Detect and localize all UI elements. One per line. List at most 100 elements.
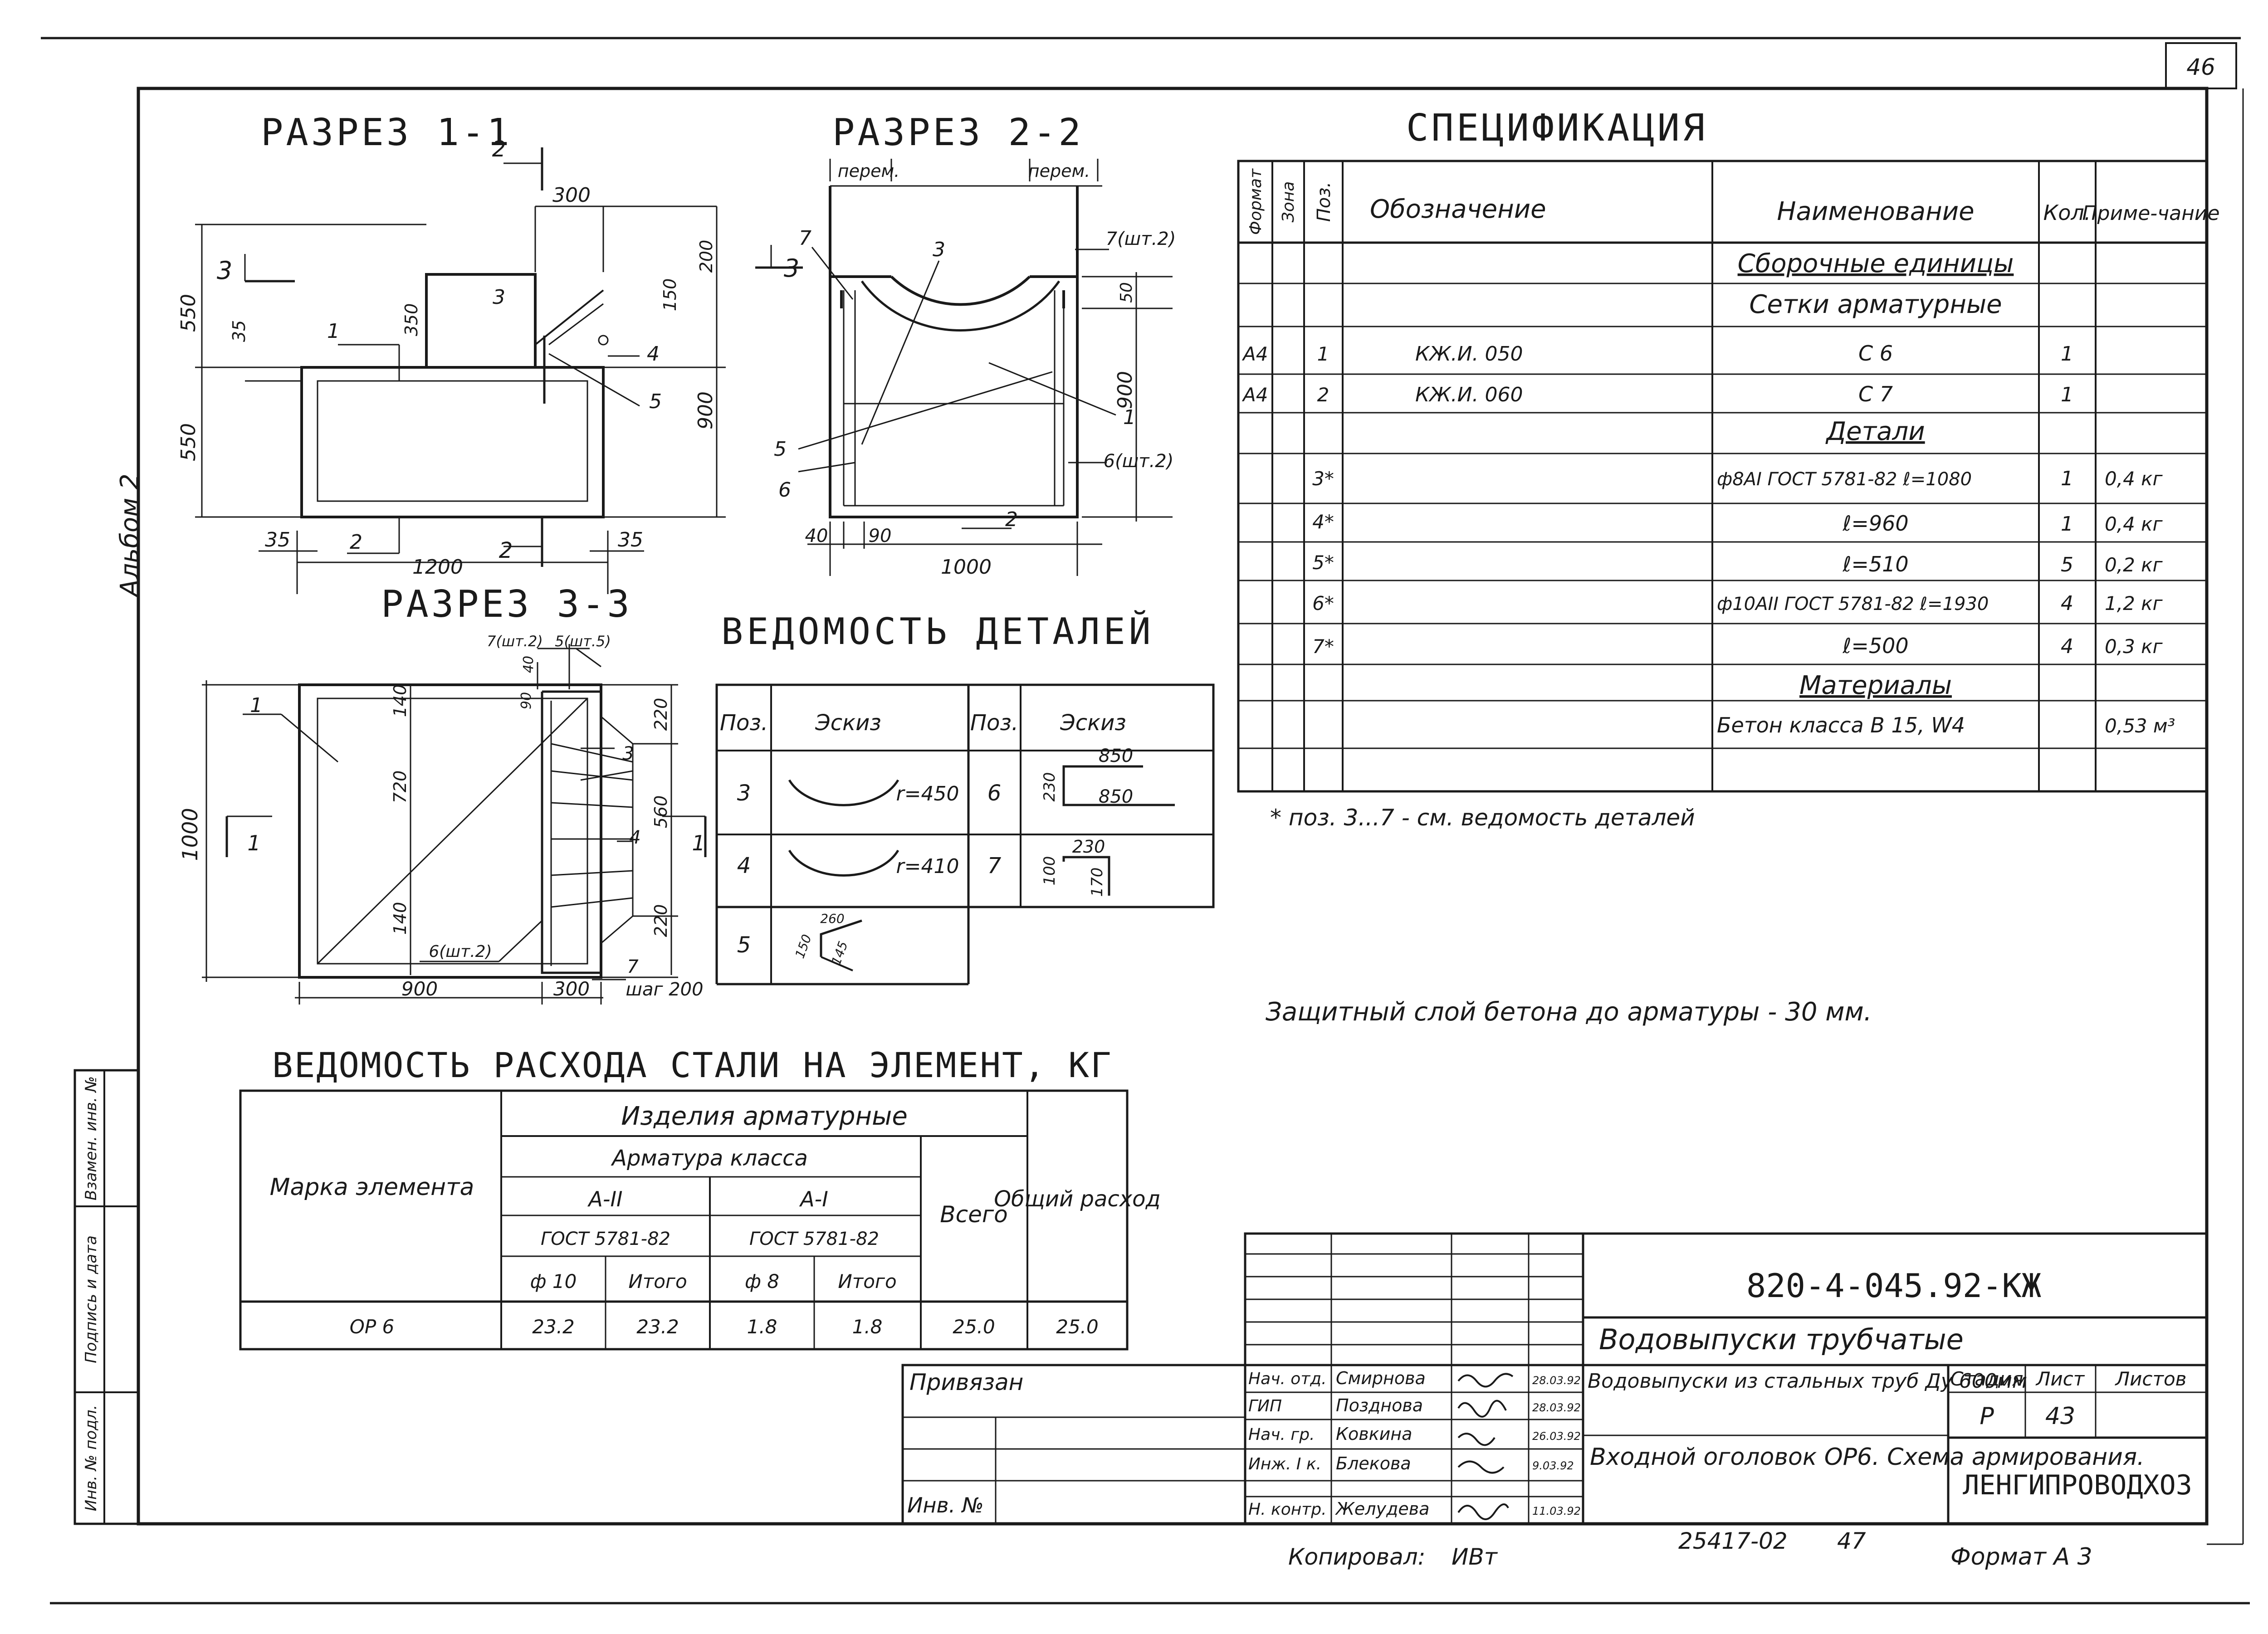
copied-by: Копировал: [1288,1544,1426,1570]
svg-text:550: 550 [177,423,200,461]
svg-text:1: 1 [692,831,705,855]
svg-text:ф8АI ГОСТ 5781-82 ℓ=1080: ф8АI ГОСТ 5781-82 ℓ=1080 [1717,469,1972,490]
svg-text:Листов: Листов [2115,1368,2187,1390]
svg-text:Смирнова: Смирнова [1336,1368,1426,1388]
svg-text:6: 6 [987,780,1002,806]
svg-text:Входной оголовок ОР6. Схема ар: Входной оголовок ОР6. Схема армирования. [1590,1444,2145,1471]
svg-text:Зона: Зона [1279,181,1298,223]
svg-text:9.03.92: 9.03.92 [1532,1459,1574,1472]
svg-text:ОР 6: ОР 6 [350,1316,394,1338]
svg-text:Обозначение: Обозначение [1370,195,1546,224]
svg-text:Итого: Итого [628,1270,687,1293]
svg-text:Поз.: Поз. [720,710,768,736]
svg-text:28.03.92: 28.03.92 [1532,1374,1581,1387]
svg-text:1,2 кг: 1,2 кг [2105,592,2163,615]
svg-text:140: 140 [390,902,410,935]
svg-text:6(шт.2): 6(шт.2) [429,942,492,961]
svg-text:Блекова: Блекова [1336,1454,1411,1473]
svg-text:1: 1 [1123,406,1136,429]
svg-text:2: 2 [1005,508,1018,531]
svg-text:35: 35 [618,528,643,551]
svg-text:28.03.92: 28.03.92 [1532,1401,1581,1414]
svg-text:ф 10: ф 10 [530,1270,577,1293]
svg-text:r=450: r=450 [896,782,959,805]
svg-text:5*: 5* [1312,551,1334,574]
svg-text:ф10АII ГОСТ 5781-82 ℓ=1930: ф10АII ГОСТ 5781-82 ℓ=1930 [1717,594,1989,615]
svg-text:350: 350 [401,303,421,337]
svg-text:Взамен. инв. №: Взамен. инв. № [82,1076,100,1200]
svg-text:r=410: r=410 [896,855,959,878]
svg-text:25.0: 25.0 [1056,1316,1099,1338]
svg-text:Сборочные единицы: Сборочные единицы [1738,249,2014,278]
svg-text:1000: 1000 [941,556,992,579]
svg-text:0,3 кг: 0,3 кг [2105,635,2163,658]
svg-text:1000: 1000 [178,808,202,861]
svg-text:11.03.92: 11.03.92 [1532,1505,1581,1517]
svg-text:Поз.: Поз. [1314,182,1334,222]
svg-text:5: 5 [649,390,662,413]
svg-text:ВЕДОМОСТЬ ДЕТАЛЕЙ: ВЕДОМОСТЬ ДЕТАЛЕЙ [721,610,1154,653]
svg-text:230: 230 [1041,772,1059,802]
specification-table: СПЕЦИФИКАЦИЯ Формат Зона Поз. Обозначени… [1237,107,2220,1027]
svg-text:25.0: 25.0 [953,1316,995,1338]
svg-text:220: 220 [651,698,671,731]
svg-text:1: 1 [250,694,263,717]
svg-text:Позднова: Позднова [1336,1395,1423,1415]
svg-text:ГИП: ГИП [1248,1397,1282,1415]
svg-text:Нач. гр.: Нач. гр. [1248,1425,1315,1444]
svg-text:Желудева: Желудева [1335,1499,1429,1519]
svg-text:200: 200 [696,240,716,273]
svg-text:145: 145 [828,939,850,967]
svg-text:Арматура класса: Арматура класса [611,1146,808,1171]
svg-text:3: 3 [493,286,505,309]
svg-text:Наименование: Наименование [1777,197,1974,226]
svg-text:5: 5 [774,438,787,461]
svg-text:А4: А4 [1242,384,1268,406]
svg-text:перем.: перем. [1028,161,1090,181]
svg-text:720: 720 [390,771,410,804]
svg-text:С 6: С 6 [1858,341,1893,366]
svg-text:220: 220 [651,904,671,937]
svg-text:300: 300 [552,184,591,207]
svg-text:6: 6 [778,478,791,502]
svg-text:43: 43 [2045,1403,2075,1430]
svg-text:Приме-чание: Приме-чание [2082,202,2219,225]
svg-text:Лист: Лист [2035,1368,2085,1390]
svg-text:ℓ=510: ℓ=510 [1842,552,1908,576]
svg-text:КЖ.И. 050: КЖ.И. 050 [1415,342,1523,366]
svg-text:Изделия арматурные: Изделия арматурные [621,1102,908,1131]
svg-text:4: 4 [737,853,751,878]
svg-text:6(шт.2): 6(шт.2) [1104,451,1174,472]
svg-text:560: 560 [651,795,671,829]
svg-text:А-I: А-I [799,1187,828,1211]
svg-text:170: 170 [1088,868,1106,897]
svg-text:23.2: 23.2 [636,1316,679,1338]
svg-text:4: 4 [629,827,640,848]
svg-text:4*: 4* [1312,511,1334,533]
svg-text:Эскиз: Эскиз [1060,710,1126,736]
svg-text:ИВт: ИВт [1452,1544,1498,1570]
svg-text:2: 2 [499,538,513,563]
svg-text:900: 900 [1114,371,1137,409]
svg-text:Сетки арматурные: Сетки арматурные [1749,290,2002,319]
svg-text:1: 1 [247,831,260,855]
svg-text:Формат: Формат [1246,168,1265,235]
svg-text:4: 4 [2061,635,2073,658]
svg-text:23.2: 23.2 [532,1316,575,1338]
svg-text:7: 7 [799,227,811,250]
svg-text:ГОСТ 5781-82: ГОСТ 5781-82 [541,1229,670,1249]
cover-note: Защитный слой бетона до арматуры - 30 мм… [1266,997,1872,1027]
svg-text:150: 150 [660,278,680,312]
svg-text:3: 3 [784,254,799,283]
svg-text:А4: А4 [1242,343,1268,365]
svg-text:ВЕДОМОСТЬ РАСХОДА СТАЛИ НА ЭЛЕ: ВЕДОМОСТЬ РАСХОДА СТАЛИ НА ЭЛЕМЕНТ, КГ [272,1045,1113,1085]
svg-text:230: 230 [1072,837,1105,857]
doc-code: 820-4-045.92-КЖ [1746,1267,2041,1305]
svg-text:50: 50 [1117,282,1136,303]
svg-text:150: 150 [792,932,814,961]
svg-text:4: 4 [2061,592,2073,615]
svg-text:ℓ=960: ℓ=960 [1842,511,1908,536]
details-schedule: ВЕДОМОСТЬ ДЕТАЛЕЙ Поз. Эскиз Поз. Эскиз … [715,610,1215,985]
sheet-format: Формат А 3 [1950,1543,2092,1571]
svg-text:1.8: 1.8 [852,1316,883,1338]
